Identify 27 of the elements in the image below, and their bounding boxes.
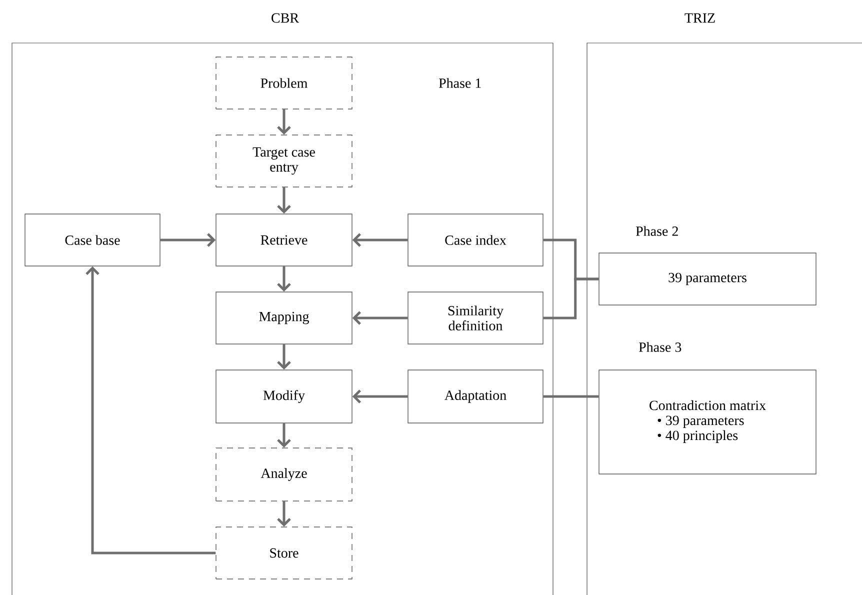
- arrow: [160, 233, 216, 247]
- process-box: Target case entry: [216, 134, 352, 188]
- process-box: Modify: [216, 370, 352, 424]
- arrow: [277, 109, 291, 135]
- process-box: Analyze: [216, 448, 352, 502]
- arrow: [352, 390, 408, 404]
- phase-label: Phase 2: [636, 226, 678, 236]
- process-box: Store: [216, 526, 352, 580]
- arrow: [352, 311, 408, 325]
- arrow: [277, 423, 291, 448]
- arrow: [277, 501, 291, 527]
- process-box: Contradiction matrix • 39 parameters • 40 principles: [598, 370, 816, 474]
- arrow: [277, 344, 291, 370]
- process-box: Adaptation: [408, 370, 544, 424]
- phase-label: Phase 3: [638, 342, 682, 352]
- process-box: Retrieve: [216, 214, 352, 266]
- arrow: [352, 233, 408, 247]
- process-box: Mapping: [216, 292, 352, 344]
- arrow: [277, 266, 291, 292]
- phase-label: Phase 1: [438, 78, 481, 88]
- process-box: Similarity definition: [408, 292, 544, 344]
- process-box: 39 parameters: [598, 252, 816, 306]
- process-box: Case index: [408, 214, 544, 266]
- arrow: [86, 266, 216, 554]
- process-box: Problem: [216, 56, 352, 110]
- arrow: [277, 187, 291, 214]
- process-box: Case base: [24, 214, 160, 266]
